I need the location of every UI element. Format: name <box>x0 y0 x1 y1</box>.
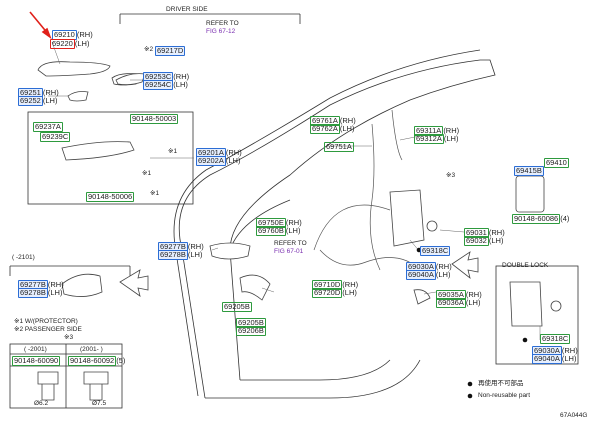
part-69040a-b[interactable]: 69040A(LH) <box>532 354 577 364</box>
legend-text-1: 再使用不可部品 <box>478 380 524 387</box>
part-69750e[interactable]: 69750E(RH) <box>256 218 302 228</box>
part-69032[interactable]: 69032(LH) <box>464 236 504 246</box>
part-69311a[interactable]: 69311A(RH) <box>414 126 460 136</box>
date-col-1: ( -2001) <box>24 346 47 353</box>
diameter-1: Ø6.2 <box>34 400 49 407</box>
arrow-right <box>119 269 149 297</box>
part-69040a[interactable]: 69040A(LH) <box>406 270 451 280</box>
double-lock-box <box>495 265 579 365</box>
note-3: ※3 <box>64 334 74 341</box>
lever <box>239 274 271 301</box>
part-69751a[interactable]: 69751A <box>324 142 354 152</box>
range-2101: ( -2101) <box>12 254 35 261</box>
pointer-arrow <box>29 11 52 40</box>
mark-2: ※2 <box>144 46 154 53</box>
mark-1-b: ※1 <box>142 170 152 177</box>
grommet-double <box>550 300 562 312</box>
note-2: ※2 PASSENGER SIDE <box>14 326 82 333</box>
part-69710d[interactable]: 69710D(RH) <box>312 280 359 290</box>
note-1: ※1 W/(PROTECTOR) <box>14 318 78 325</box>
part-90148-60092[interactable]: 90148-60092(5) <box>68 356 126 366</box>
part-90148-50003[interactable]: 90148-50003 <box>130 114 179 124</box>
arrow-left <box>451 251 479 280</box>
nonreusable-dot-2 <box>522 337 528 343</box>
double-lock-label: DOUBLE LOCK <box>502 262 549 269</box>
part-69239c[interactable]: 69239C <box>40 132 71 142</box>
part-69205b[interactable]: 69205B <box>222 302 252 312</box>
part-69762a[interactable]: 69762A(LH) <box>310 124 355 134</box>
inside-handle-bezel <box>61 273 103 297</box>
part-69312a[interactable]: 69312A(LH) <box>414 134 459 144</box>
driver-side-label: DRIVER SIDE <box>166 6 208 13</box>
part-69720d[interactable]: 69720D(LH) <box>312 288 357 298</box>
part-69410[interactable]: 69410 <box>544 158 569 168</box>
outer-handle <box>37 61 111 77</box>
part-69318c-a[interactable]: 69318C <box>420 246 451 256</box>
lock-assembly <box>389 189 425 247</box>
cable-b <box>391 109 403 161</box>
handle-frame <box>61 141 135 161</box>
part-69031[interactable]: 69031(RH) <box>464 228 505 238</box>
fig-ref-2[interactable]: FIG 67-01 <box>274 248 304 255</box>
bolt-2 <box>83 371 109 401</box>
part-69761a[interactable]: 69761A(RH) <box>310 116 356 126</box>
figure-code: 67A044G <box>560 412 588 419</box>
door-outline <box>178 59 496 399</box>
mark-3: ※3 <box>446 172 456 179</box>
legend-dot-1 <box>467 381 473 387</box>
part-69278b-top[interactable]: 69278B(LH) <box>158 250 203 260</box>
inside-handle <box>209 242 251 260</box>
part-69318c-b[interactable]: 69318C <box>540 334 571 344</box>
rod <box>413 289 431 305</box>
part-69415b[interactable]: 69415B <box>514 166 544 176</box>
refer-to-label-2: REFER TO <box>274 240 307 247</box>
part-69205b-2[interactable]: 69205B <box>236 318 266 328</box>
part-69252[interactable]: 69252(LH) <box>18 96 58 106</box>
cable-d <box>319 249 421 271</box>
part-69254c[interactable]: 69254C(LH) <box>143 80 188 90</box>
part-69202a[interactable]: 69202A(LH) <box>196 156 241 166</box>
grommet <box>426 220 438 232</box>
fuel-lid <box>515 175 545 213</box>
refer-to-label-1: REFER TO <box>206 20 239 27</box>
diameter-2: Ø7.5 <box>92 400 107 407</box>
part-69237a[interactable]: 69237A <box>33 122 63 132</box>
part-69278b-box[interactable]: 69278B(LH) <box>18 288 63 298</box>
part-90148-60090[interactable]: 90148-60090 <box>12 356 61 366</box>
handle-pad <box>67 91 89 102</box>
part-69035a[interactable]: 69035A(RH) <box>436 290 482 300</box>
part-69760b[interactable]: 69760B(LH) <box>256 226 301 236</box>
part-69217d[interactable]: 69217D <box>155 46 186 56</box>
legend-text-2: Non-reusable part <box>478 392 531 399</box>
bolt-1 <box>37 371 59 401</box>
cable-c <box>313 204 391 251</box>
part-69206b[interactable]: 69206B <box>236 326 266 336</box>
part-69220[interactable]: 69220(LH) <box>50 39 90 49</box>
part-90148-60086[interactable]: 90148-60086(4) <box>512 214 570 224</box>
part-69036a[interactable]: 69036A(LH) <box>436 298 481 308</box>
handle-cover <box>115 73 146 86</box>
cable-a <box>369 123 381 271</box>
mark-1-a: ※1 <box>168 148 178 155</box>
part-90148-50006[interactable]: 90148-50006 <box>86 192 135 202</box>
fig-ref-1[interactable]: FIG 67-12 <box>206 28 236 35</box>
date-col-2: (2001- ) <box>80 346 103 353</box>
lock-assembly-double <box>509 281 543 327</box>
mark-1-c: ※1 <box>150 190 160 197</box>
legend-dot-2 <box>467 393 473 399</box>
